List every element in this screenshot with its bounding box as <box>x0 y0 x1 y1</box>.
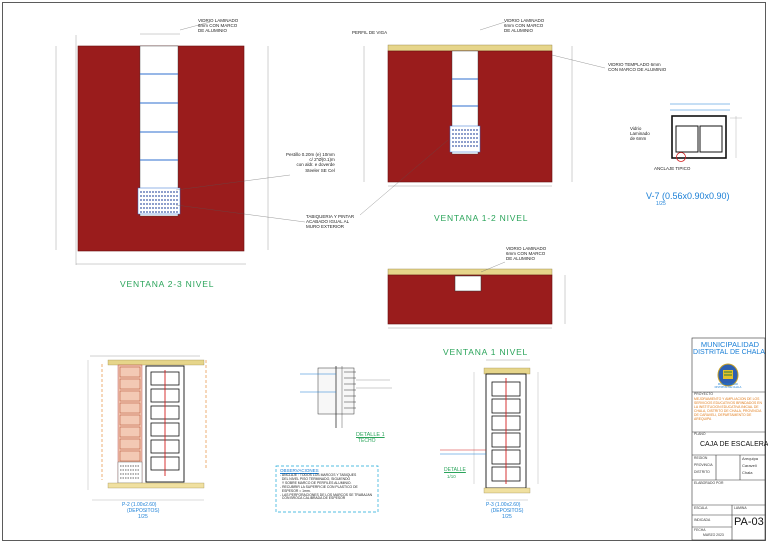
scale-v7: 1/25 <box>656 201 666 207</box>
region-value: Arequipa <box>742 456 759 461</box>
detail-v7 <box>670 103 742 162</box>
title-ventana-1: VENTANA 1 NIVEL <box>443 347 529 357</box>
title-v7: V-7 (0.56x0.90x0.90) <box>646 191 730 201</box>
province-value: Caraveli <box>742 463 757 468</box>
district-value: Chala <box>742 470 753 475</box>
municipal-seal <box>717 363 739 387</box>
elevation-ventana-2-3 <box>55 21 306 265</box>
title-ventana-1-2: VENTANA 1-2 NIVEL <box>434 213 529 223</box>
sheet-number: PA-03 <box>734 516 764 528</box>
title-p2: P-2 (1.00x2.60) <box>122 502 157 508</box>
spec-text: - ANCLAJE : TODOS LOS MARCOS Y TABIQUES … <box>280 473 373 501</box>
sub-p2: (DEPOSITOS) <box>127 508 160 514</box>
sub-detalle-1: TECHO <box>358 438 376 444</box>
sub-p3: (DEPOSITOS) <box>491 508 524 514</box>
region-label: REGION <box>694 456 708 460</box>
title-detalle-2: DETALLE <box>444 467 466 473</box>
title-block-frame <box>691 337 766 541</box>
callout-v23-mid: Pestillo 0.20m (e) 10mm c/ 2"Ø(0.1)m con… <box>286 152 335 173</box>
elevation-ventana-1 <box>387 261 566 329</box>
date-label: FECHA <box>694 528 706 532</box>
beam <box>387 44 553 52</box>
callout-v12-left: PERFIL DE VIGA <box>352 30 388 35</box>
entity-line1: MUNICIPALIDAD <box>700 340 760 349</box>
beam <box>387 268 553 276</box>
door-p2 <box>87 355 207 501</box>
callout-v12-right: VIDRIO TEMPLADO 6mm CON MARCO DE ALUMINI… <box>608 62 667 73</box>
scale-label: ESCALA <box>694 506 708 510</box>
sub-detalle-2: 1/10 <box>447 474 456 479</box>
plan-text: CAJA DE ESCALERA <box>700 441 768 448</box>
title-p3: P-3 (1.00x2.60) <box>486 502 521 508</box>
v7-anchor-label: ANCLAJE TIPICO <box>654 166 691 171</box>
scale-p3: 1/25 <box>502 514 512 520</box>
detail-techo <box>300 366 392 428</box>
scale-value: INDICADA <box>694 518 711 522</box>
entity-line2: DISTRITAL DE CHALA <box>693 349 765 356</box>
spec-title: OBSERVACIONES <box>280 468 319 473</box>
project-label: PROYECTO <box>694 392 713 396</box>
door-p3 <box>440 359 539 501</box>
title-detalle-1: DETALLE 1 <box>356 432 385 438</box>
seal-text: MUNICIPALIDAD DISTRITAL DE CHALA <box>714 383 742 389</box>
callout-v23-top: VIDRIO LAMINADO 6mm CON MARCO DE ALUMINI… <box>198 18 239 34</box>
date-value: MARZO 2023 <box>703 533 724 537</box>
province-label: PROVINCIA <box>694 463 713 467</box>
sheet-label: LAMINA <box>734 506 747 510</box>
anchor-marker <box>676 152 686 162</box>
window-opening <box>454 275 482 292</box>
scale-p2: 1/25 <box>138 514 148 520</box>
district-label: DISTRITO <box>694 470 710 474</box>
callout-v1-top: VIDRIO LAMINADO 6mm CON MARCO DE ALUMINI… <box>506 246 547 262</box>
designer-label: ELABORADO POR <box>694 481 724 485</box>
spec-box <box>275 465 379 513</box>
project-text: MEJORAMIENTO Y AMPLIACION DE LOS SERVICI… <box>694 397 762 421</box>
elevation-ventana-1-2 <box>359 21 606 216</box>
v7-glass-label: Vidrio Laminado de 6mm <box>630 126 650 142</box>
plan-label: PLANO <box>694 432 706 436</box>
callout-v23-low: TABIQUERIA Y PINTAR ACABADO IGUAL AL MUR… <box>306 214 355 230</box>
title-ventana-2-3: VENTANA 2-3 NIVEL <box>120 279 215 289</box>
callout-v12-top: VIDRIO LAMINADO 6mm CON MARCO DE ALUMINI… <box>504 18 545 34</box>
